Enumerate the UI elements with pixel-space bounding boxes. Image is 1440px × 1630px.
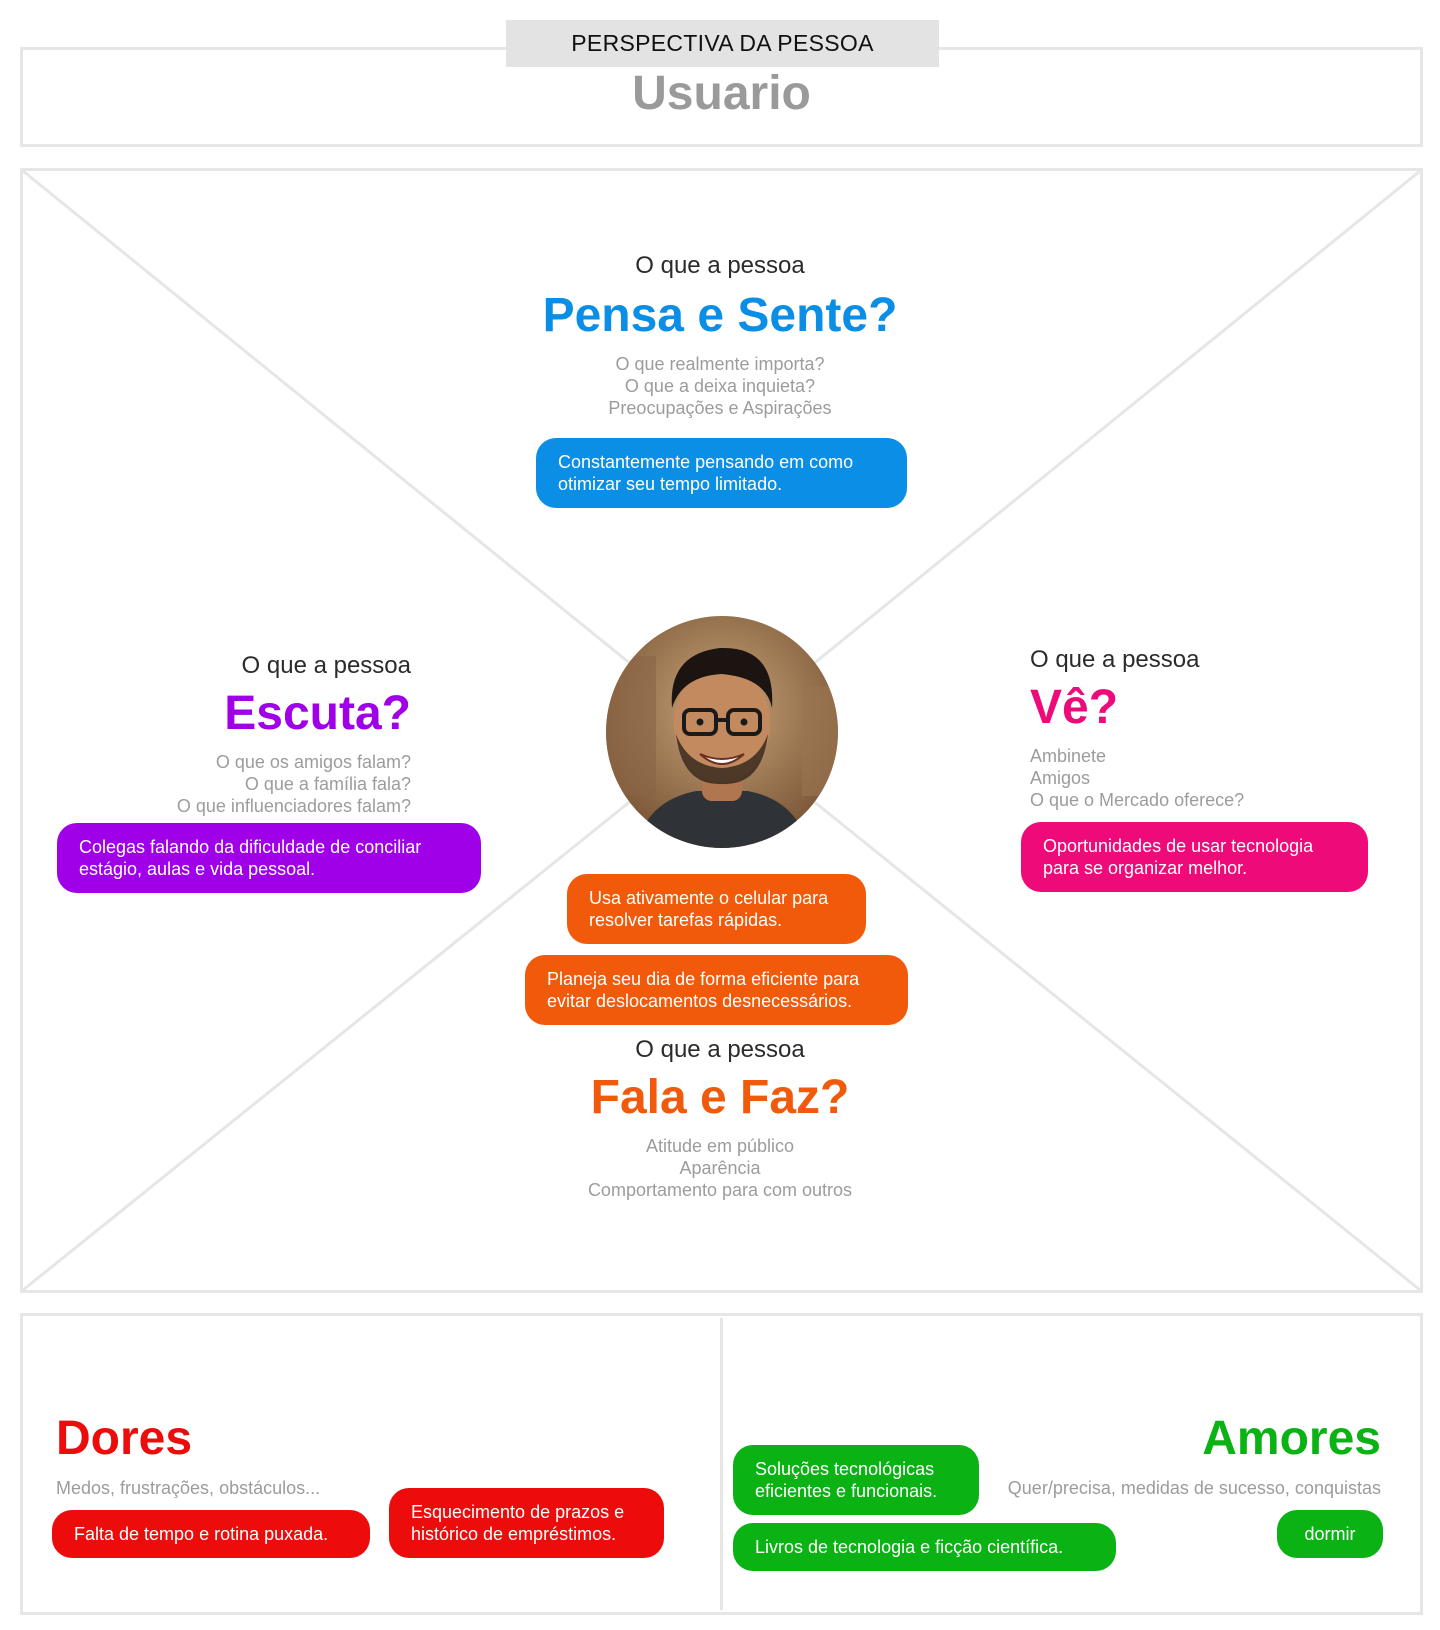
says-does-title: Fala e Faz? — [590, 1071, 850, 1124]
perspective-tab: PERSPECTIVA DA PESSOA — [506, 20, 939, 67]
diagonal-bottom-left — [22, 798, 633, 1292]
pains-gains-divider — [720, 1318, 723, 1610]
says-does-hint: Atitude em público — [645, 1136, 795, 1156]
says-does-sticky-note[interactable]: Planeja seu dia de forma eficiente para … — [525, 955, 908, 1025]
says-does-hint: Aparência — [679, 1158, 761, 1178]
persona-name: Usuario — [632, 67, 811, 120]
gains-title: Amores — [1202, 1412, 1381, 1465]
sees-hint: O que o Mercado oferece? — [1030, 790, 1245, 810]
diagonal-top-left — [22, 169, 633, 667]
sees-hint: Ambinete — [1030, 746, 1107, 766]
thinks-hint: O que a deixa inquieta? — [624, 376, 816, 396]
says-does-hint: Comportamento para com outros — [587, 1180, 853, 1200]
sees-kicker: O que a pessoa — [1030, 646, 1200, 673]
sees-hint: Amigos — [1030, 768, 1091, 788]
gains-hint: Quer/precisa, medidas de sucesso, conqui… — [1007, 1478, 1381, 1498]
thinks-title: Pensa e Sente? — [542, 289, 898, 342]
hears-sticky-note[interactable]: Colegas falando da dificuldade de concil… — [57, 823, 481, 893]
thinks-kicker: O que a pessoa — [635, 252, 805, 279]
says-does-kicker: O que a pessoa — [635, 1036, 805, 1063]
pains-gains-frame — [20, 1313, 1423, 1615]
gains-sticky-note[interactable]: Soluções tecnológicas eficientes e funci… — [733, 1445, 979, 1515]
hears-kicker: O que a pessoa — [241, 652, 411, 679]
pains-title: Dores — [56, 1412, 193, 1465]
gains-sticky-note[interactable]: Livros de tecnologia e ficção científica… — [733, 1523, 1116, 1571]
thinks-sticky-note[interactable]: Constantemente pensando em como otimizar… — [536, 438, 907, 508]
thinks-hints: O que realmente importa? O que a deixa i… — [470, 353, 970, 419]
hears-hint: O que influenciadores falam? — [176, 796, 411, 816]
sees-sticky-note[interactable]: Oportunidades de usar tecnologia para se… — [1021, 822, 1368, 892]
hears-hint: O que a família fala? — [244, 774, 411, 794]
says-does-hints: Atitude em público Aparência Comportamen… — [470, 1135, 970, 1201]
thinks-hint: O que realmente importa? — [615, 354, 825, 374]
diagonal-top-right — [811, 169, 1421, 667]
says-does-sticky-note[interactable]: Usa ativamente o celular para resolver t… — [567, 874, 866, 944]
hears-title: Escuta? — [224, 687, 411, 740]
pains-sticky-note[interactable]: Falta de tempo e rotina puxada. — [52, 1510, 370, 1558]
hears-hints: O que os amigos falam? O que a família f… — [111, 751, 411, 817]
hears-hint: O que os amigos falam? — [215, 752, 411, 772]
sees-title: Vê? — [1030, 681, 1119, 734]
pains-hint: Medos, frustrações, obstáculos... — [56, 1478, 321, 1498]
thinks-hint: Preocupações e Aspirações — [608, 398, 832, 418]
gains-sticky-note[interactable]: dormir — [1277, 1510, 1383, 1558]
sees-hints: Ambinete Amigos O que o Mercado oferece? — [1030, 745, 1330, 811]
diagonal-bottom-right — [811, 798, 1421, 1292]
persona-avatar — [606, 616, 838, 848]
pains-sticky-note[interactable]: Esquecimento de prazos e histórico de em… — [389, 1488, 664, 1558]
empathy-map-frame — [20, 168, 1423, 1293]
